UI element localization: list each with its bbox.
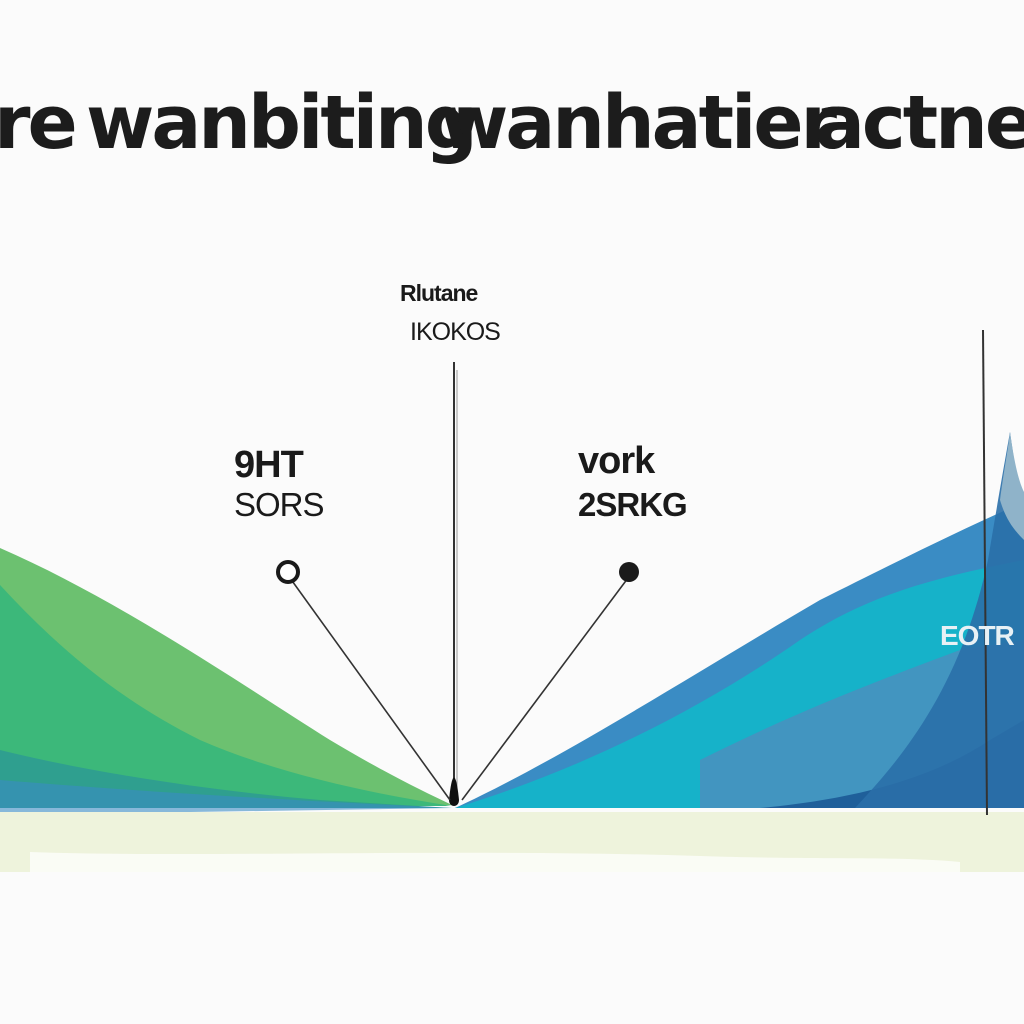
- left-mountain-base: [0, 780, 452, 815]
- left-mountain-mid: [0, 585, 452, 806]
- spire-peak-light: [1000, 432, 1024, 540]
- baseline-shadow: [30, 852, 960, 872]
- right-connector-line: [461, 577, 629, 801]
- right-pole: [982, 329, 988, 816]
- left-connector-line: [289, 577, 451, 801]
- center-label-top: Rlutane: [400, 280, 478, 306]
- peak-label: EOTR: [940, 620, 1015, 651]
- title-word-1: re: [0, 80, 78, 166]
- title-word-4: actnec: [815, 80, 1024, 166]
- spire-peak: [855, 432, 1024, 808]
- right-label-top: vork: [578, 440, 655, 482]
- center-label-bottom: IKOKOS: [410, 318, 501, 346]
- filled-node-icon: [619, 562, 639, 582]
- hollow-node-icon: [276, 560, 300, 584]
- left-label-top: 9HT: [234, 444, 304, 486]
- mast-tip: [449, 777, 459, 806]
- left-label-bottom: SORS: [234, 486, 325, 523]
- title-word-2: wanbiting: [86, 80, 478, 166]
- title-word-3: wanhatier: [440, 80, 837, 166]
- right-label-bottom: 2SRKG: [578, 486, 688, 523]
- diagram-title: re wanbiting wanhatier actnec: [0, 78, 1024, 168]
